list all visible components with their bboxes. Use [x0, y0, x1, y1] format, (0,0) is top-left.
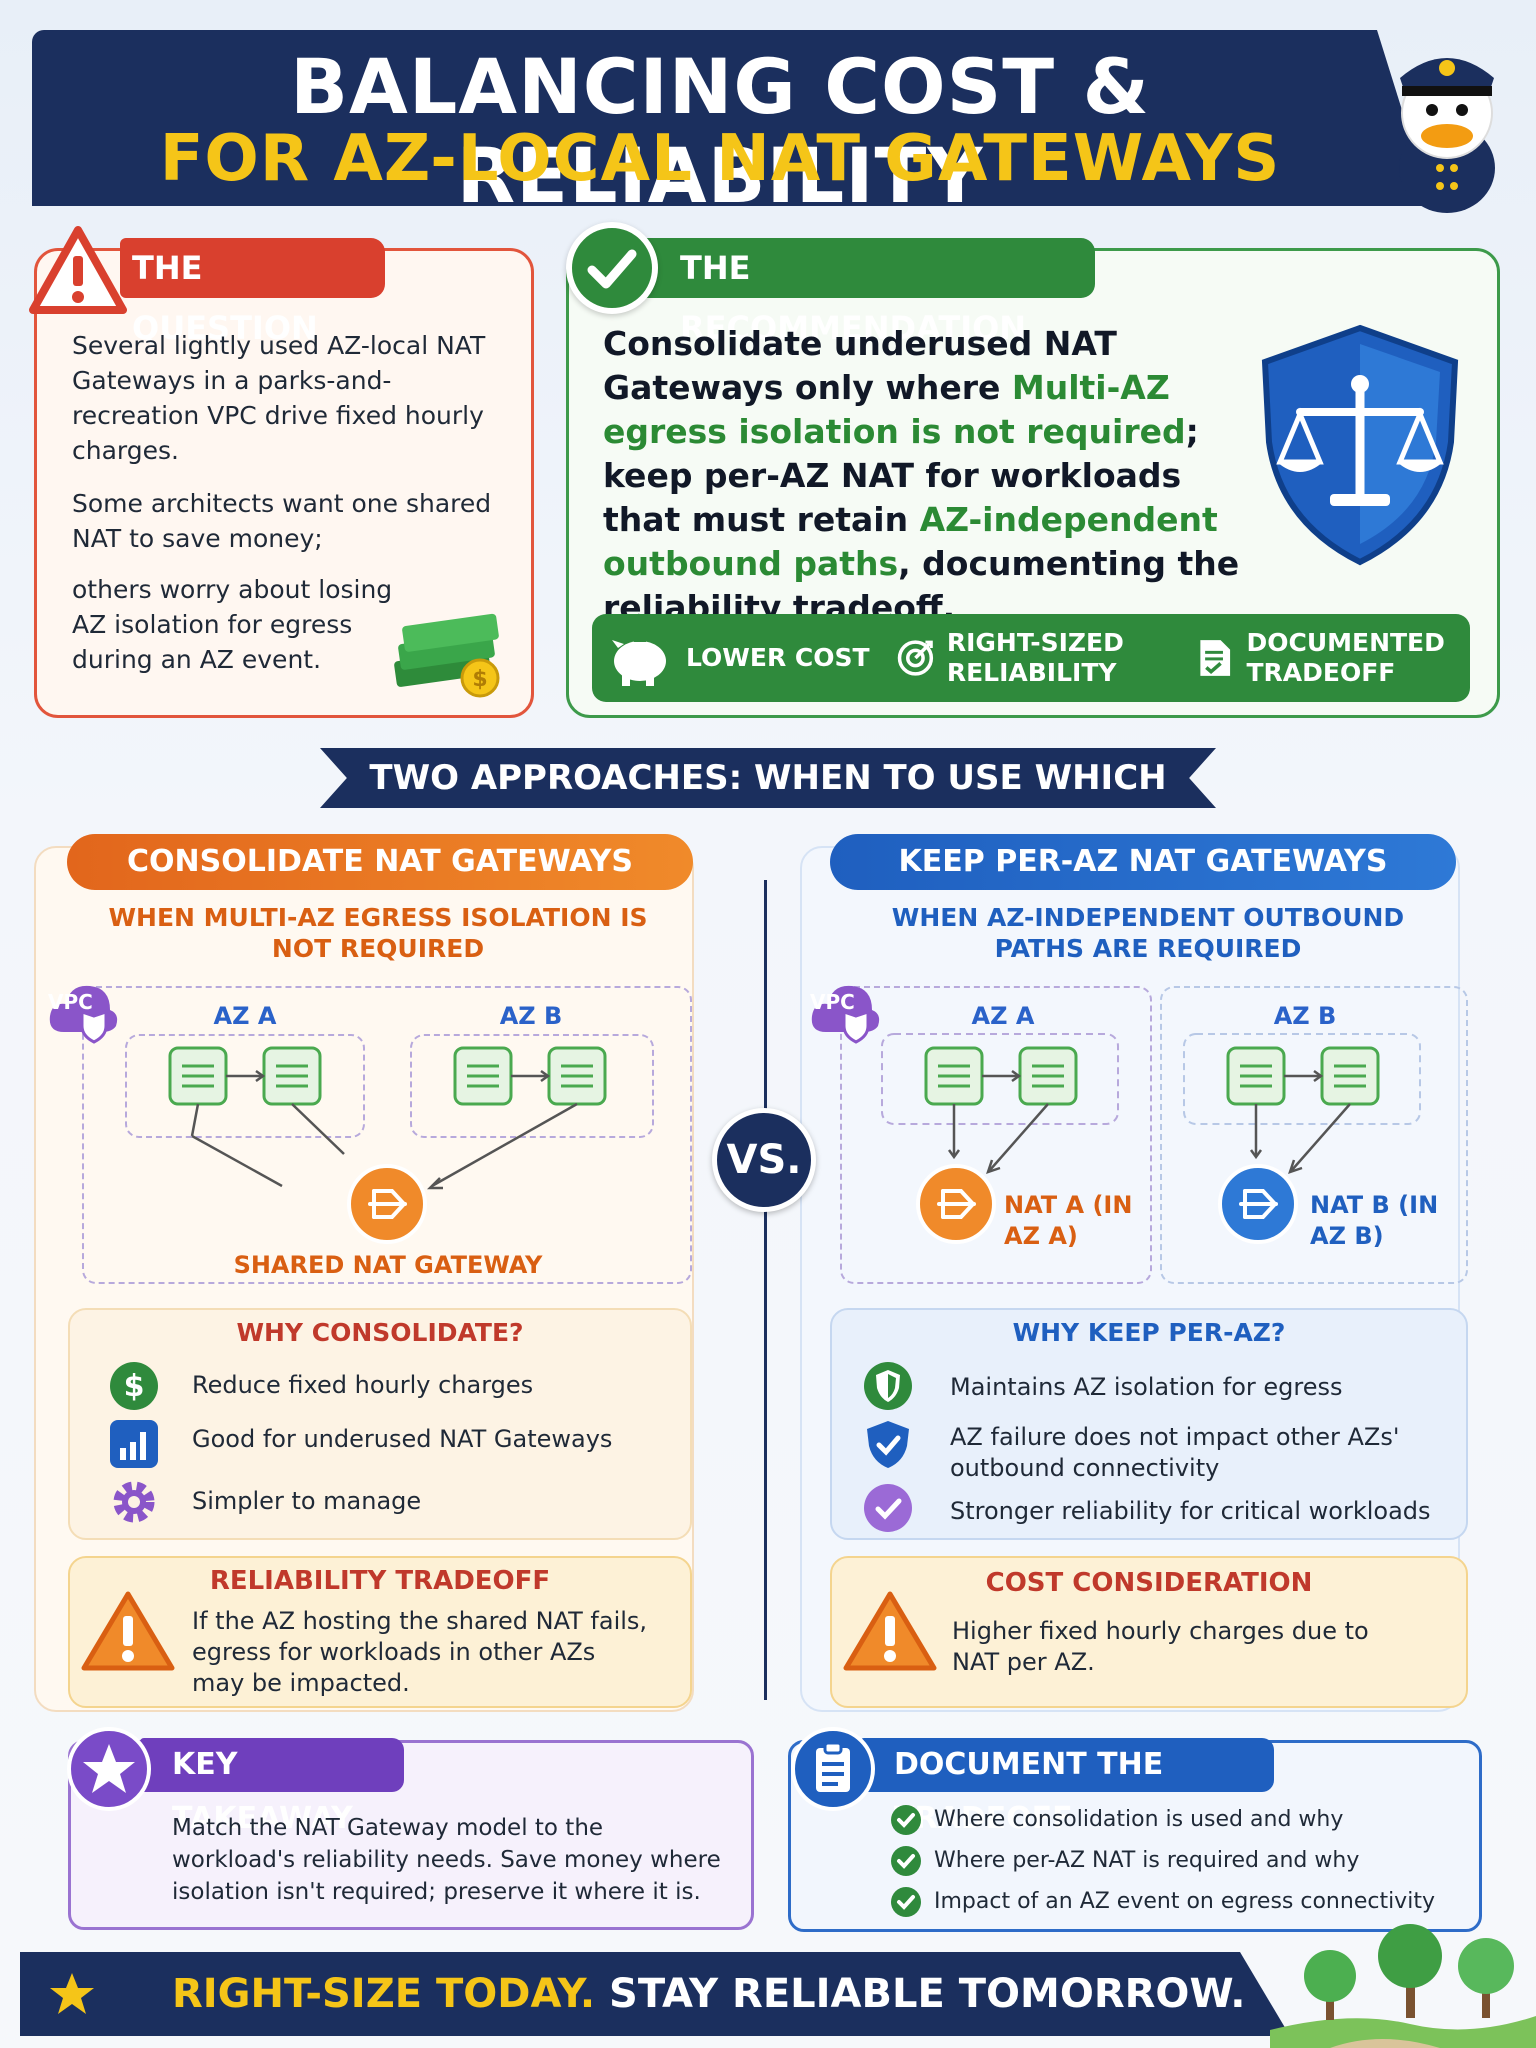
benefit-documented-tradeoff: DOCUMENTED TRADEOFF — [1198, 614, 1458, 702]
clipboard-icon — [791, 1727, 875, 1811]
document-item-2: Where per-AZ NAT is required and why — [890, 1845, 1359, 1877]
why-consolidate-item-2: Good for underused NAT Gateways — [192, 1425, 613, 1453]
page-subtitle: FOR AZ-LOCAL NAT GATEWAYS — [159, 122, 1281, 196]
duck-captain-mascot-icon — [1399, 58, 1495, 213]
warning-icon — [29, 226, 127, 314]
shield-check-icon — [867, 1421, 909, 1468]
recommendation-label: THE RECOMMENDATION — [625, 238, 1095, 347]
reliability-tradeoff-title: RELIABILITY TRADEOFF — [209, 1566, 551, 1596]
az-b-zone — [1160, 986, 1468, 1284]
shield-check-icon — [864, 1362, 912, 1410]
svg-text:$: $ — [124, 1369, 145, 1404]
why-per-az-title: WHY KEEP PER-AZ? — [1012, 1318, 1286, 1347]
check-circle-icon — [891, 1846, 921, 1876]
nat-a-label: NAT A (IN AZ A) — [1004, 1191, 1133, 1250]
why-consolidate-box — [68, 1308, 692, 1540]
footer-banner — [20, 1952, 1290, 2036]
vs-badge: VS. — [712, 1108, 816, 1212]
question-paragraph-3: others worry about losing AZ isolation f… — [72, 575, 393, 674]
document-item-3: Impact of an AZ event on egress connecti… — [890, 1886, 1435, 1918]
why-consolidate-title: WHY CONSOLIDATE? — [236, 1318, 524, 1347]
svg-text:$: $ — [472, 667, 487, 692]
key-takeaway-label: KEY TAKEAWAY — [140, 1738, 404, 1836]
cost-consideration-title: COST CONSIDERATION — [985, 1568, 1313, 1598]
bar-chart-icon — [110, 1420, 158, 1468]
benefit-right-sized-reliability: RIGHT-SIZED RELIABILITY — [896, 614, 1156, 702]
why-per-az-item-1: Maintains AZ isolation for egress — [950, 1373, 1343, 1401]
vpc-boundary — [82, 986, 692, 1284]
approaches-banner: TWO APPROACHES: WHEN TO USE WHICH — [320, 748, 1216, 808]
why-per-az-item-3: Stronger reliability for critical worklo… — [950, 1497, 1431, 1525]
page-title: BALANCING COST & RELIABILITY — [290, 42, 1150, 220]
reliability-tradeoff-box — [68, 1556, 692, 1708]
document-tradeoff-label: DOCUMENT THE TRADEOFF — [860, 1738, 1274, 1836]
consolidate-diagram — [168, 1046, 607, 1244]
consolidate-title: CONSOLIDATE NAT GATEWAYS — [67, 834, 693, 890]
reliability-tradeoff-text: If the AZ hosting the shared NAT fails, … — [192, 1607, 648, 1697]
why-consolidate-item-3: Simpler to manage — [192, 1487, 422, 1515]
question-label: THE QUESTION — [120, 238, 385, 347]
question-paragraph-1: Several lightly used AZ-local NAT Gatewa… — [72, 331, 486, 465]
per-az-diagram — [881, 1033, 1421, 1244]
benefit-lower-cost: LOWER COST — [606, 614, 870, 702]
vpc-label: VPC — [48, 990, 93, 1014]
cost-consideration-box — [830, 1556, 1468, 1708]
vpc-label: VPC — [810, 990, 855, 1014]
footer-slogan: RIGHT-SIZE TODAY. STAY RELIABLE TOMORROW… — [172, 1971, 1246, 2017]
warning-icon — [843, 1591, 937, 1671]
check-circle-icon — [891, 1887, 921, 1917]
trees-landscape-icon — [1270, 1924, 1536, 2048]
gear-icon — [113, 1481, 155, 1523]
vs-divider — [764, 880, 767, 1700]
question-paragraph-2: Some architects want one shared NAT to s… — [72, 489, 492, 553]
document-check-icon — [1200, 640, 1231, 676]
header-banner — [32, 30, 1432, 206]
az-b-box — [410, 1034, 654, 1138]
benefits-bar — [592, 614, 1470, 702]
consolidate-subtitle: WHEN MULTI-AZ EGRESS ISOLATION IS NOT RE… — [108, 903, 648, 963]
recommendation-text: Consolidate underused NAT Gateways only … — [603, 324, 1240, 627]
check-circle-icon — [891, 1805, 921, 1835]
money-icon: $ — [394, 613, 500, 698]
nat-b-label: NAT B (IN AZ B) — [1310, 1191, 1439, 1250]
piggy-bank-icon — [612, 638, 666, 686]
per-az-title: KEEP PER-AZ NAT GATEWAYS — [830, 834, 1456, 890]
why-per-az-item-2: AZ failure does not impact other AZs' ou… — [950, 1423, 1400, 1482]
star-icon — [67, 1727, 151, 1811]
cost-consideration-text: Higher fixed hourly charges due to NAT p… — [952, 1617, 1369, 1676]
why-per-az-box — [830, 1308, 1468, 1540]
shield-scales-icon — [1261, 324, 1459, 566]
star-icon — [50, 1973, 94, 2014]
az-a-label: AZ A — [971, 1002, 1035, 1030]
target-icon — [897, 640, 934, 676]
az-a-box — [125, 1034, 365, 1138]
shared-nat-label: SHARED NAT GATEWAY — [233, 1251, 543, 1279]
check-circle-icon — [864, 1484, 912, 1532]
vpc-icon — [811, 985, 880, 1044]
why-consolidate-item-1: Reduce fixed hourly charges — [192, 1371, 534, 1399]
dollar-icon: $ — [110, 1362, 158, 1410]
az-a-zone — [840, 986, 1152, 1284]
az-a-label: AZ A — [213, 1002, 277, 1030]
az-b-label: AZ B — [1273, 1002, 1337, 1030]
az-b-label: AZ B — [499, 1002, 563, 1030]
key-takeaway-text: Match the NAT Gateway model to the workl… — [172, 1815, 721, 1905]
per-az-subtitle: WHEN AZ-INDEPENDENT OUTBOUND PATHS ARE R… — [891, 903, 1405, 963]
checkmark-icon — [566, 222, 658, 314]
document-item-1: Where consolidation is used and why — [890, 1804, 1343, 1836]
warning-icon — [81, 1591, 175, 1671]
vpc-icon — [49, 985, 118, 1044]
